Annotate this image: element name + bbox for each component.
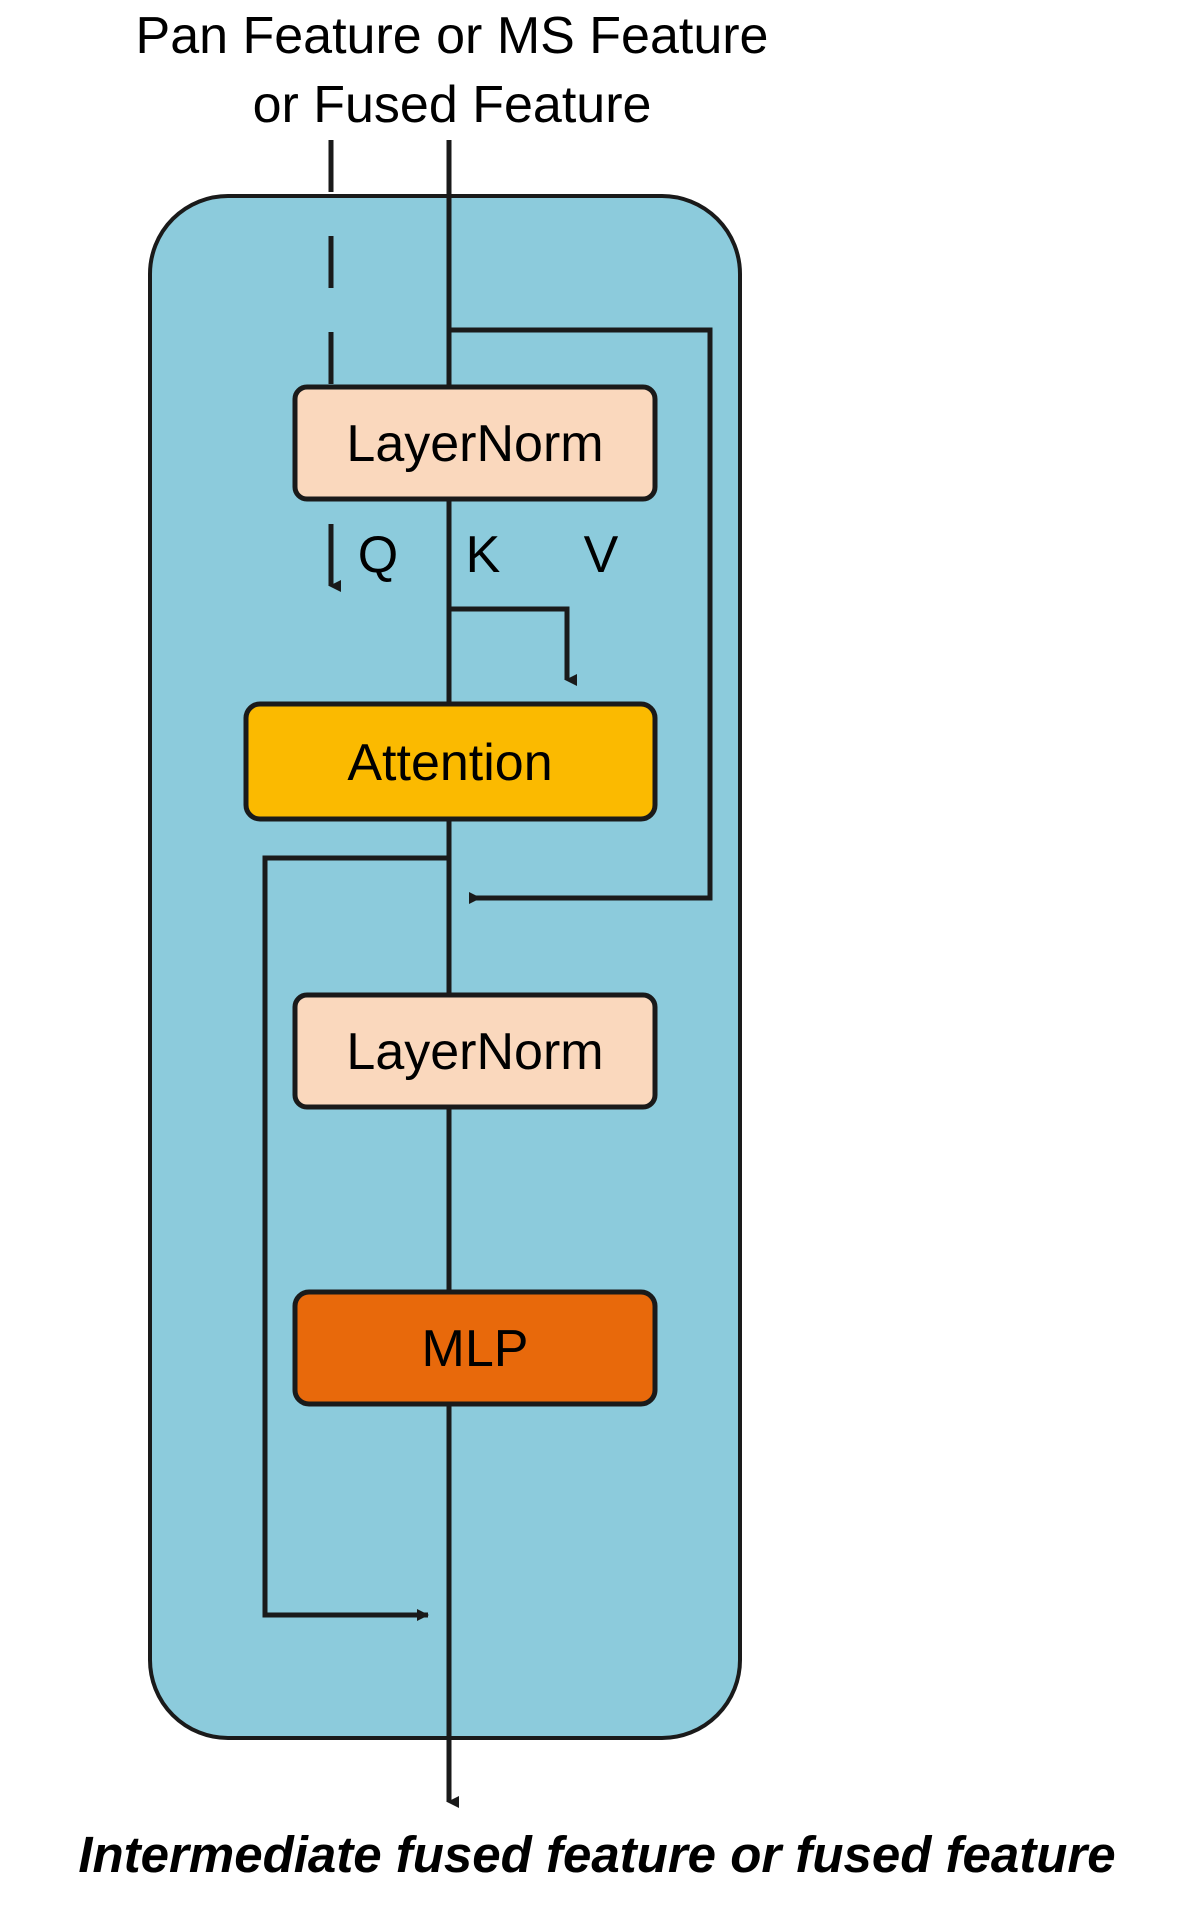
attention-input-label-q: Q <box>358 526 398 584</box>
layernorm-1-rect <box>292 384 658 502</box>
footer-caption: Intermediate fused feature or fused feat… <box>78 1826 1115 1883</box>
mlp-block: MLP <box>292 1289 658 1407</box>
attention-label: Attention <box>347 734 552 792</box>
layernorm-2-rect <box>292 992 658 1110</box>
layernorm-1-block: LayerNorm <box>292 384 658 502</box>
title-line-1: Pan Feature or MS Feature <box>136 7 769 65</box>
mlp-label: MLP <box>422 1320 529 1378</box>
layernorm-2-block: LayerNorm <box>292 992 658 1110</box>
layernorm-1-label: LayerNorm <box>346 415 603 473</box>
residual-connection-mlp <box>262 855 449 1621</box>
attention-input-label-k: K <box>466 526 501 584</box>
attention-input-label-v: V <box>584 526 619 584</box>
v-branch-line <box>449 606 577 686</box>
mlp-rect <box>292 1289 658 1407</box>
title-line-2: or Fused Feature <box>253 76 652 134</box>
attention-block: Attention <box>243 701 658 822</box>
layernorm-2-label: LayerNorm <box>346 1023 603 1081</box>
residual-connection-attention <box>449 327 713 904</box>
